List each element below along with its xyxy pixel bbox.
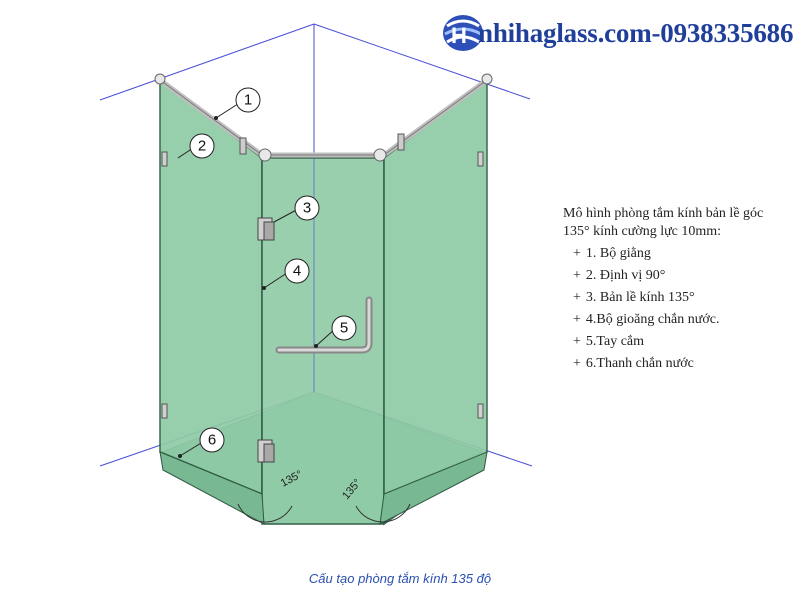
logo-mark: H xyxy=(441,12,485,54)
hinge-bottom xyxy=(257,439,275,463)
room-line xyxy=(99,23,315,101)
list-item: +5.Tay cắm xyxy=(573,334,645,349)
callout-5-label: 5 xyxy=(340,320,348,337)
list-item: +3. Bản lề kính 135° xyxy=(573,290,695,305)
glass-bottom-right xyxy=(379,451,488,525)
wall-clip xyxy=(161,151,168,167)
brace-joint xyxy=(154,73,166,85)
callout-1-label: 1 xyxy=(244,92,252,109)
wall-clip xyxy=(477,151,484,167)
svg-text:H: H xyxy=(451,23,467,48)
nhiha-logo-icon: H xyxy=(443,15,483,51)
description-intro: Mô hình phòng tắm kính bản lề góc 135° k… xyxy=(563,206,764,239)
callout-5 xyxy=(331,315,357,341)
glass-bottom-left xyxy=(159,451,265,525)
door-handle[interactable] xyxy=(275,296,373,354)
callout-2-label: 2 xyxy=(198,138,206,155)
callout-1 xyxy=(235,87,261,113)
callout-6 xyxy=(199,427,225,453)
description-panel: Mô hình phòng tắm kính bản lề góc 135° k… xyxy=(563,205,793,375)
list-item: +4.Bộ gioăng chắn nước. xyxy=(573,312,720,327)
angle-arc-right xyxy=(355,503,411,523)
list-item: +1. Bộ giằng xyxy=(573,246,651,261)
hinge-top xyxy=(257,217,275,241)
callout-3 xyxy=(294,195,320,221)
list-item: +2. Định vị 90° xyxy=(573,268,666,283)
callout-4-label: 4 xyxy=(293,263,301,280)
wall-clip xyxy=(161,403,168,419)
wall-clip xyxy=(477,403,484,419)
room-line xyxy=(313,23,531,100)
brand-site-text[interactable]: nhihaglass.com-0938335686 xyxy=(478,18,794,48)
brace-joint xyxy=(373,148,387,162)
callout-6-label: 6 xyxy=(208,432,216,449)
list-item: +6.Thanh chắn nước xyxy=(573,356,694,371)
angle-arc-left xyxy=(237,503,293,523)
callout-2 xyxy=(189,133,215,159)
component-list: +1. Bộ giằng +2. Định vị 90° +3. Bản lề … xyxy=(563,243,793,375)
callout-3-label: 3 xyxy=(303,200,311,217)
figure-caption: Cấu tạo phòng tắm kính 135 độ xyxy=(308,571,492,586)
callout-4 xyxy=(284,258,310,284)
brace-joint xyxy=(258,148,272,162)
brace-joint xyxy=(481,73,493,85)
